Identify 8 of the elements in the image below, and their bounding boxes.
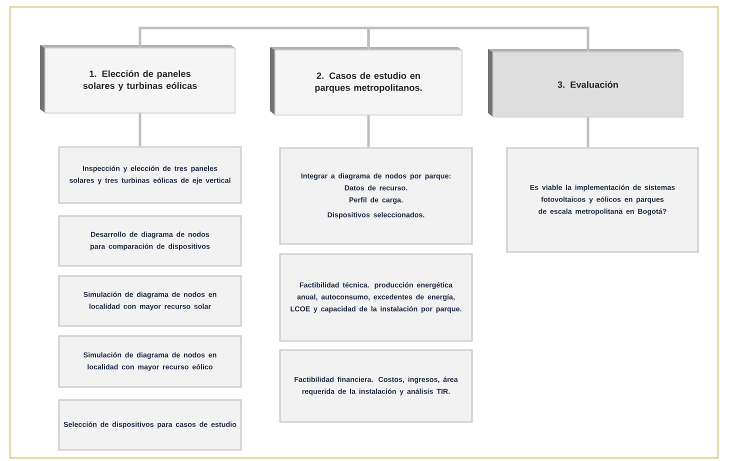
- connector-line: [367, 116, 370, 148]
- connector-line: [138, 26, 370, 50]
- connector-line: [586, 118, 590, 148]
- heading-box: 3. Evaluación: [488, 49, 684, 118]
- connector-line: [138, 114, 142, 146]
- heading-box: 2. Casos de estudio en parques metropolitanos.: [270, 47, 462, 116]
- heading-box: 1. Elección de paneles solares y turbinas eólicas: [40, 45, 236, 114]
- connector-line: [367, 26, 590, 52]
